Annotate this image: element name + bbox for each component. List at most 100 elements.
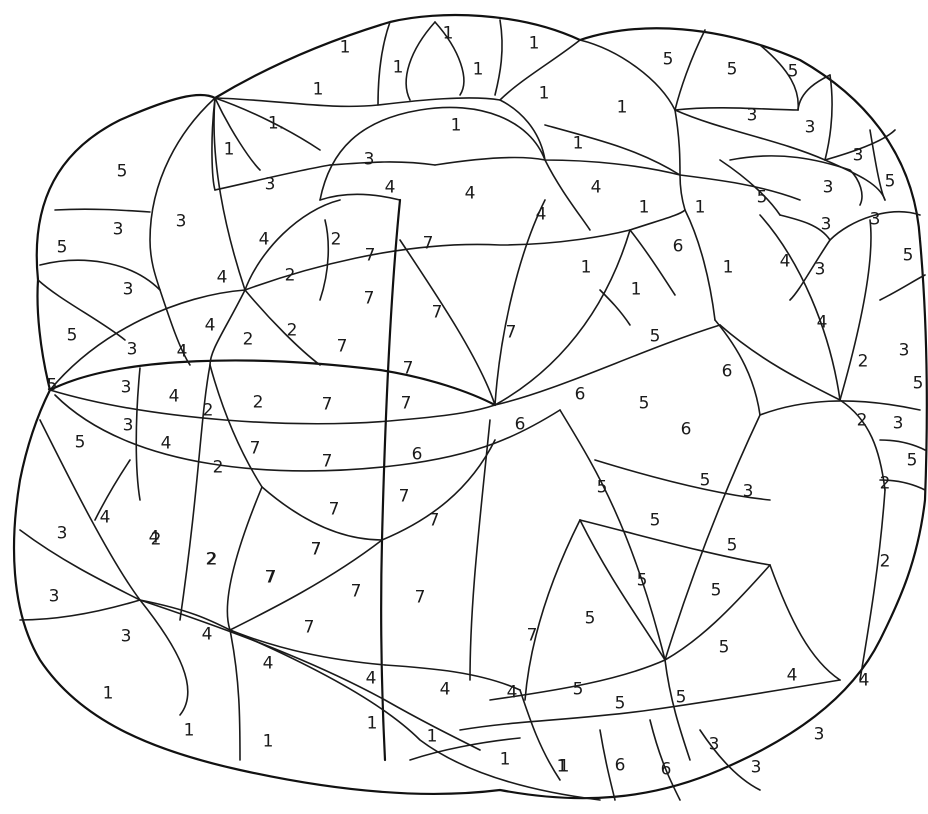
line: [525, 520, 580, 700]
region-number: 3: [123, 418, 134, 435]
line: [600, 290, 630, 325]
line: [545, 125, 680, 175]
line: [798, 75, 830, 110]
line: [50, 360, 495, 405]
region-number: 7: [401, 396, 412, 413]
line: [470, 420, 490, 680]
line: [245, 230, 630, 290]
region-number: 4: [149, 530, 160, 547]
region-number: 5: [573, 682, 584, 699]
region-number: 3: [751, 760, 762, 777]
region-number: 7: [351, 584, 362, 601]
line: [330, 162, 435, 165]
line: [675, 110, 680, 175]
region-number: 6: [575, 387, 586, 404]
region-number: 4: [259, 232, 270, 249]
region-number: 3: [176, 214, 187, 231]
region-number: 6: [661, 762, 672, 779]
region-number: 6: [615, 758, 626, 775]
region-number: 7: [429, 513, 440, 530]
line: [150, 98, 215, 290]
region-number: 1: [263, 734, 274, 751]
region-number: 4: [859, 673, 870, 690]
region-number: 5: [907, 453, 918, 470]
region-number: 7: [432, 305, 443, 322]
line: [245, 290, 320, 365]
region-number: 7: [399, 489, 410, 506]
region-number: 2: [203, 403, 214, 420]
region-number: 2: [331, 232, 342, 249]
line: [227, 487, 262, 630]
region-number: 4: [385, 180, 396, 197]
line: [680, 175, 800, 200]
region-number: 3: [121, 380, 132, 397]
line: [381, 200, 400, 760]
region-number: 4: [202, 627, 213, 644]
region-number: 3: [127, 342, 138, 359]
region-number: 5: [75, 435, 86, 452]
region-number: 1: [559, 759, 570, 776]
line: [720, 325, 840, 400]
region-number: 2: [285, 268, 296, 285]
line: [320, 220, 328, 300]
line: [840, 220, 871, 400]
line: [545, 160, 590, 230]
region-number: 1.: [268, 116, 284, 133]
line: [665, 415, 760, 660]
region-number: 2: [243, 332, 254, 349]
line: [40, 420, 140, 600]
line: [675, 108, 798, 110]
region-number: 3: [743, 484, 754, 501]
region-number: 4: [177, 344, 188, 361]
region-number: 1: [367, 716, 378, 733]
region-number: 6: [681, 422, 692, 439]
region-number: 1: [639, 200, 650, 217]
line: [825, 75, 832, 160]
region-number: 1: [539, 86, 550, 103]
region-number: 3: [814, 727, 825, 744]
region-number: 3: [364, 152, 375, 169]
region-number: 3: [709, 737, 720, 754]
line: [685, 210, 715, 320]
region-number: 1: [617, 100, 628, 117]
line: [385, 665, 520, 690]
region-number: 7: [423, 236, 434, 253]
region-number: 4: [100, 510, 111, 527]
line: [580, 520, 665, 660]
region-number: 4: [440, 682, 451, 699]
region-number: 7: [403, 361, 414, 378]
region-number: 5: [788, 64, 799, 81]
line: [435, 158, 680, 175]
region-number: 5: [585, 611, 596, 628]
region-number: 6: [673, 239, 684, 256]
line: [215, 98, 260, 170]
region-number: 5: [637, 573, 648, 590]
line: [50, 290, 245, 390]
region-number: 7: [322, 454, 333, 471]
line: [730, 156, 862, 205]
region-number: 3: [853, 148, 864, 165]
region-number: 1: [500, 752, 511, 769]
line: [495, 20, 502, 95]
region-number: 4: [536, 207, 547, 224]
region-number: 2: [213, 460, 224, 477]
region-number: 1: [224, 142, 235, 159]
line: [406, 22, 435, 100]
line: [20, 600, 140, 620]
line: [400, 240, 495, 405]
region-number: 3: [815, 262, 826, 279]
region-number: 5: [727, 538, 738, 555]
line: [520, 690, 560, 780]
region-number: 2: [253, 395, 264, 412]
region-number: 5: [885, 174, 896, 191]
region-number: 1: [427, 729, 438, 746]
region-number: 5: [57, 240, 68, 257]
region-number: 5: [727, 62, 738, 79]
region-number: 5: [757, 190, 768, 207]
region-number: 4: [217, 270, 228, 287]
line: [495, 230, 630, 405]
region-number: 7: [250, 441, 261, 458]
line: [580, 520, 770, 565]
region-number: 2: [287, 323, 298, 340]
region-number: 7: [506, 325, 517, 342]
